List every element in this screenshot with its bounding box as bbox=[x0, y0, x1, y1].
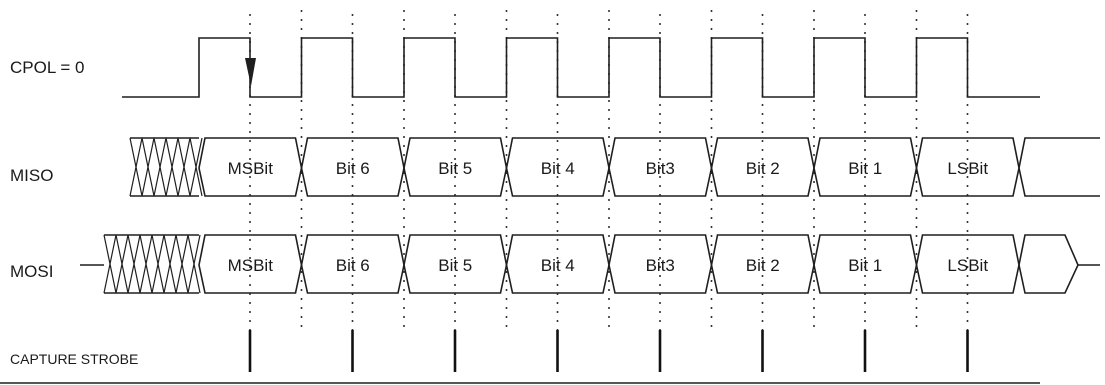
undefined-hatch bbox=[165, 137, 179, 197]
bit-label: LSBit bbox=[947, 256, 988, 275]
undefined-hatch bbox=[129, 137, 143, 197]
capture-strobe-label: CAPTURE STROBE bbox=[10, 351, 139, 367]
bit-label: Bit3 bbox=[646, 159, 675, 178]
undefined-hatch bbox=[139, 234, 153, 294]
bit-label: Bit 4 bbox=[541, 159, 575, 178]
bit-label: Bit 6 bbox=[336, 256, 370, 275]
bit-label: Bit 6 bbox=[336, 159, 370, 178]
bit-label: MSBit bbox=[228, 159, 274, 178]
capture-strobe-pulses bbox=[0, 330, 1040, 384]
mosi-waveform: MSBit Bit 6 Bit 5 Bit 4 Bit3 Bit 2 Bit 1 LSBit bbox=[80, 234, 1100, 294]
bus-tail bbox=[1018, 234, 1079, 294]
undefined-hatch bbox=[141, 137, 155, 197]
bit-label: Bit 1 bbox=[848, 159, 882, 178]
undefined-hatch bbox=[187, 234, 201, 294]
undefined-hatch bbox=[177, 137, 191, 197]
miso-waveform: MSBit Bit 6 Bit 5 Bit 4 Bit3 Bit 2 Bit 1 LSBit bbox=[129, 137, 1100, 197]
bit-label: Bit 5 bbox=[438, 256, 472, 275]
miso-label: MISO bbox=[10, 166, 54, 185]
undefined-hatch bbox=[163, 234, 177, 294]
undefined-hatch bbox=[115, 234, 129, 294]
undefined-hatch bbox=[151, 234, 165, 294]
undefined-hatch bbox=[189, 137, 203, 197]
bit-label: Bit 5 bbox=[438, 159, 472, 178]
bit-label: Bit3 bbox=[646, 256, 675, 275]
undefined-hatch bbox=[153, 137, 167, 197]
bit-label: Bit 2 bbox=[746, 159, 780, 178]
bit-label: Bit 2 bbox=[746, 256, 780, 275]
bit-label: Bit 1 bbox=[848, 256, 882, 275]
undefined-hatch bbox=[127, 234, 141, 294]
falling-edge-arrow-icon bbox=[245, 58, 256, 86]
bit-label: LSBit bbox=[947, 159, 988, 178]
cpol-label: CPOL = 0 bbox=[10, 58, 85, 77]
undefined-hatch bbox=[175, 234, 189, 294]
clock-waveform bbox=[122, 37, 1040, 98]
undefined-hatch bbox=[103, 234, 117, 294]
bit-label: MSBit bbox=[228, 256, 274, 275]
bus-tail bbox=[1018, 137, 1100, 197]
bit-label: Bit 4 bbox=[541, 256, 575, 275]
mosi-label: MOSI bbox=[10, 262, 54, 281]
